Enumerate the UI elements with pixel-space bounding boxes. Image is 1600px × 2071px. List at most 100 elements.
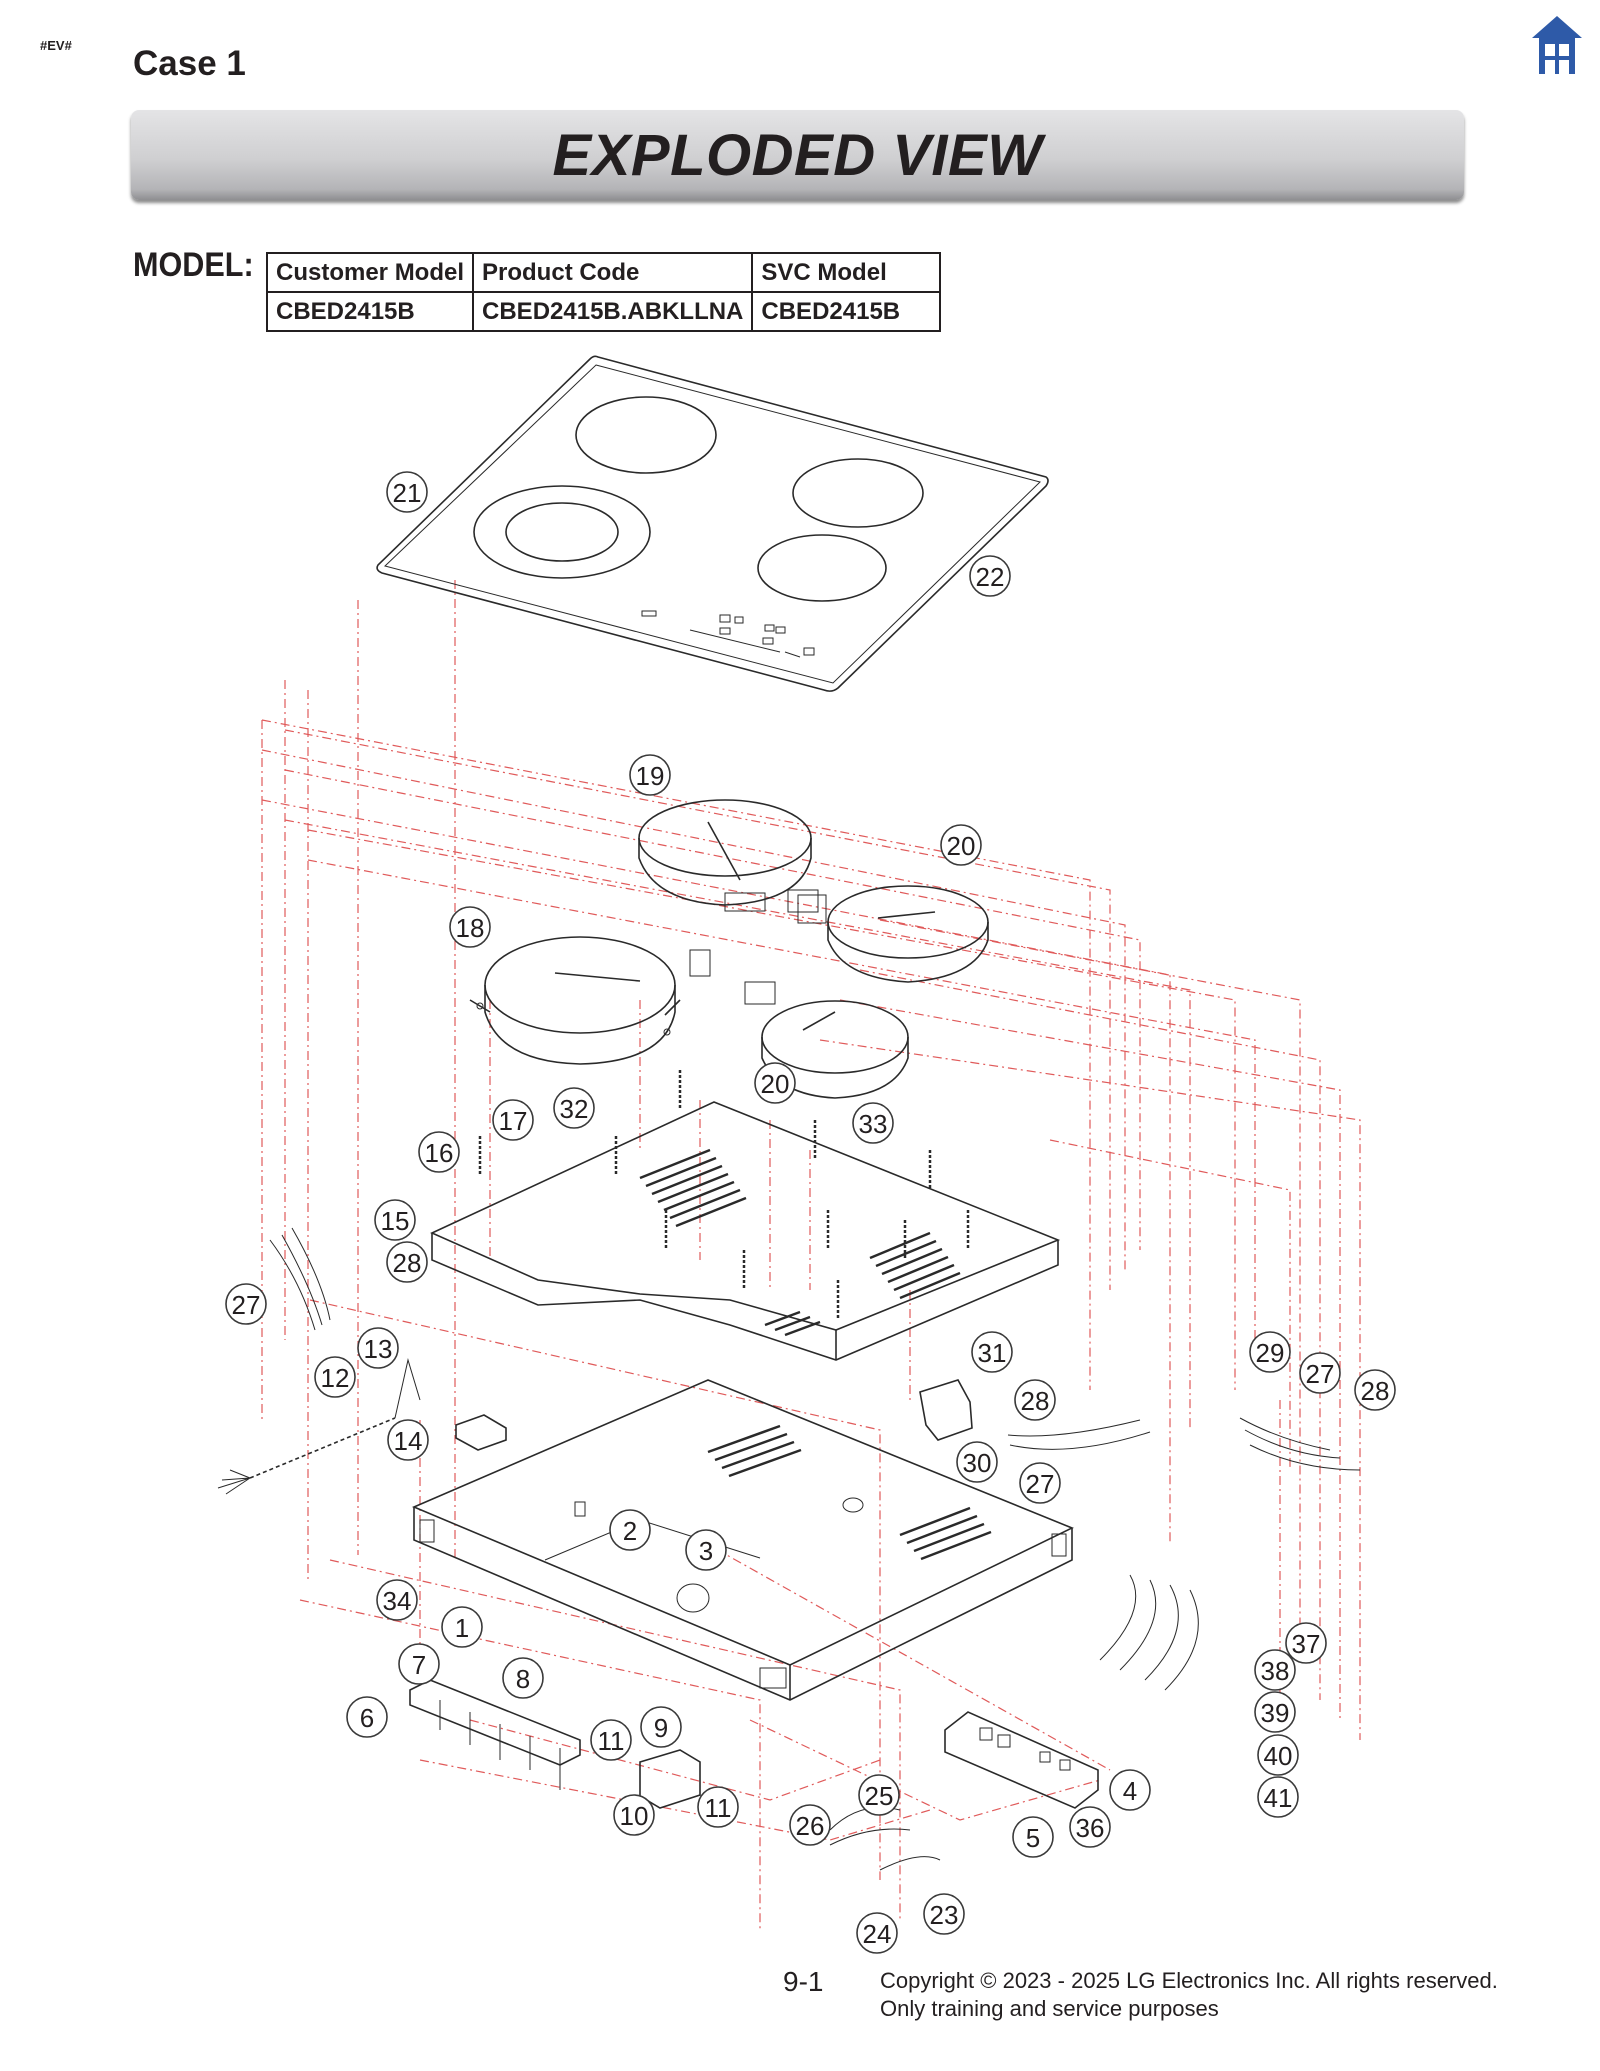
callout-27: 27 bbox=[1019, 1462, 1061, 1504]
callout-36: 36 bbox=[1069, 1806, 1111, 1848]
switch-panel bbox=[409, 1679, 581, 1790]
callout-20: 20 bbox=[940, 824, 982, 866]
svg-text:39: 39 bbox=[1261, 1698, 1290, 1728]
svg-text:28: 28 bbox=[1021, 1386, 1050, 1416]
svg-text:13: 13 bbox=[364, 1334, 393, 1364]
home-icon[interactable] bbox=[1530, 14, 1584, 76]
svg-text:9: 9 bbox=[654, 1713, 668, 1743]
callout-2: 2 bbox=[609, 1509, 651, 1551]
svg-text:25: 25 bbox=[865, 1781, 894, 1811]
radiant-element-large bbox=[469, 936, 711, 1065]
header-svc-model: SVC Model bbox=[751, 252, 942, 293]
callout-28: 28 bbox=[1014, 1379, 1056, 1421]
svg-text:27: 27 bbox=[232, 1290, 261, 1320]
svg-text:36: 36 bbox=[1076, 1813, 1105, 1843]
svg-text:38: 38 bbox=[1261, 1656, 1290, 1686]
callout-9: 9 bbox=[640, 1706, 682, 1748]
svg-text:23: 23 bbox=[930, 1900, 959, 1930]
callout-1: 1 bbox=[441, 1606, 483, 1648]
bracket-30 bbox=[919, 1379, 973, 1441]
radiant-element-rear-left bbox=[638, 799, 819, 913]
banner-title: EXPLODED VIEW bbox=[552, 123, 1043, 188]
svg-text:1: 1 bbox=[455, 1613, 469, 1643]
wire-harness-bottom bbox=[829, 1807, 941, 1871]
svg-text:4: 4 bbox=[1123, 1776, 1137, 1806]
svg-text:7: 7 bbox=[412, 1650, 426, 1680]
title-banner: EXPLODED VIEW bbox=[131, 110, 1464, 200]
callout-16: 16 bbox=[418, 1131, 460, 1173]
part-callouts: 21 22 19 20 18 20 17 32 33 16 15 28 27 1… bbox=[225, 471, 1396, 1954]
callout-19: 19 bbox=[629, 754, 671, 796]
case-title: Case 1 bbox=[133, 44, 246, 83]
callout-11: 11 bbox=[590, 1719, 632, 1761]
svg-text:40: 40 bbox=[1264, 1741, 1293, 1771]
radiant-element-rear-right bbox=[797, 885, 989, 983]
cell-product-code: CBED2415B.ABKLLNA bbox=[472, 291, 754, 332]
cell-customer-model: CBED2415B bbox=[265, 291, 475, 332]
svg-text:34: 34 bbox=[383, 1586, 412, 1616]
power-cord bbox=[217, 1358, 421, 1495]
usage-notice: Only training and service purposes bbox=[880, 1996, 1219, 2021]
svg-text:22: 22 bbox=[976, 562, 1005, 592]
callout-26: 26 bbox=[789, 1804, 831, 1846]
copyright-line: Copyright © 2023 - 2025 LG Electronics I… bbox=[880, 1968, 1498, 1993]
table-header-row: Customer Model Product Code SVC Model bbox=[265, 252, 942, 293]
anchor-tag: #EV# bbox=[40, 38, 72, 53]
callout-3: 3 bbox=[685, 1529, 727, 1571]
callout-27: 27 bbox=[1299, 1352, 1341, 1394]
callout-24: 24 bbox=[856, 1912, 898, 1954]
callout-6: 6 bbox=[346, 1696, 388, 1738]
element-tray bbox=[430, 1101, 1061, 1361]
callout-10: 10 bbox=[613, 1794, 655, 1836]
svg-text:29: 29 bbox=[1256, 1338, 1285, 1368]
svg-text:11: 11 bbox=[598, 1726, 625, 1756]
page-number: 9-1 bbox=[783, 1966, 824, 1997]
callout-11: 11 bbox=[697, 1786, 739, 1828]
svg-text:14: 14 bbox=[394, 1426, 423, 1456]
svg-text:6: 6 bbox=[360, 1703, 374, 1733]
wire-harness-left bbox=[269, 1227, 331, 1331]
mounting-springs bbox=[478, 1070, 970, 1320]
svg-text:37: 37 bbox=[1292, 1629, 1321, 1659]
svg-text:20: 20 bbox=[947, 831, 976, 861]
svg-text:2: 2 bbox=[623, 1516, 637, 1546]
callout-4: 4 bbox=[1109, 1769, 1151, 1811]
callout-5: 5 bbox=[1012, 1816, 1054, 1858]
svg-text:19: 19 bbox=[636, 761, 665, 791]
callout-20: 20 bbox=[754, 1062, 796, 1104]
callout-38: 38 bbox=[1254, 1649, 1296, 1691]
svg-text:15: 15 bbox=[381, 1206, 410, 1236]
svg-text:16: 16 bbox=[425, 1138, 454, 1168]
svg-text:30: 30 bbox=[963, 1448, 992, 1478]
callout-8: 8 bbox=[502, 1657, 544, 1699]
callout-25: 25 bbox=[858, 1774, 900, 1816]
callout-32: 32 bbox=[553, 1087, 595, 1129]
svg-text:26: 26 bbox=[796, 1811, 825, 1841]
svg-text:11: 11 bbox=[705, 1793, 732, 1823]
callout-17: 17 bbox=[492, 1099, 534, 1141]
svg-text:8: 8 bbox=[516, 1664, 530, 1694]
svg-text:21: 21 bbox=[393, 478, 422, 508]
lead-wires bbox=[1099, 1574, 1199, 1691]
model-table: Customer Model Product Code SVC Model CB… bbox=[265, 252, 942, 332]
svg-text:32: 32 bbox=[560, 1094, 589, 1124]
svg-text:41: 41 bbox=[1264, 1783, 1293, 1813]
wire-harness-mid bbox=[1007, 1419, 1151, 1450]
svg-text:18: 18 bbox=[456, 913, 485, 943]
callout-28: 28 bbox=[1354, 1369, 1396, 1411]
svg-text:20: 20 bbox=[761, 1069, 790, 1099]
callout-41: 41 bbox=[1257, 1776, 1299, 1818]
terminal-block-bracket bbox=[455, 1414, 507, 1451]
callout-37: 37 bbox=[1285, 1622, 1327, 1664]
callout-27: 27 bbox=[225, 1283, 267, 1325]
header-customer-model: Customer Model bbox=[265, 252, 475, 293]
callout-15: 15 bbox=[374, 1199, 416, 1241]
callout-14: 14 bbox=[387, 1419, 429, 1461]
svg-text:17: 17 bbox=[499, 1106, 528, 1136]
callout-28: 28 bbox=[386, 1241, 428, 1283]
svg-text:33: 33 bbox=[859, 1109, 888, 1139]
assembly-guide-lines bbox=[261, 580, 1361, 1930]
model-label: MODEL: bbox=[133, 246, 254, 284]
callout-21: 21 bbox=[386, 471, 428, 513]
